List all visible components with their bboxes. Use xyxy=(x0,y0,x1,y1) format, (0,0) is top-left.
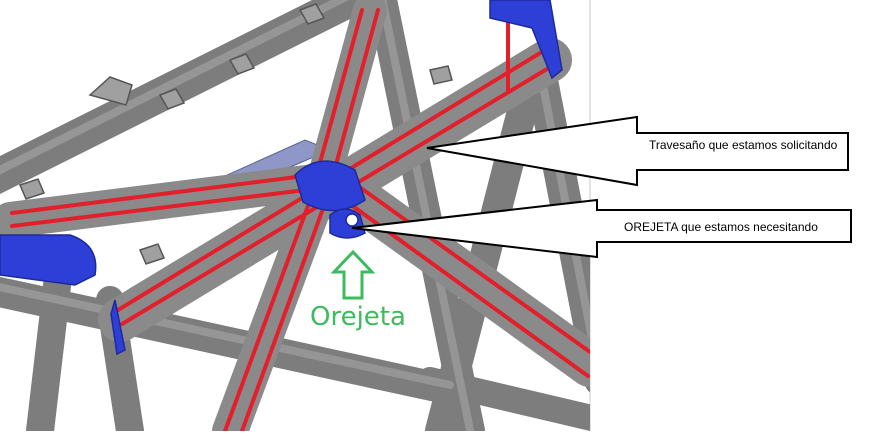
blue-parts xyxy=(0,0,563,356)
callout-tab-label: OREJETA que estamos necesitando xyxy=(624,220,818,234)
chassis-frame xyxy=(0,0,590,431)
arrow-label: Orejeta xyxy=(310,302,406,332)
callout-crossbar xyxy=(426,115,849,187)
tube-upper-diagonal xyxy=(0,0,384,195)
tube-left-arm xyxy=(0,162,348,238)
tube-left-vertical xyxy=(26,246,74,431)
callout-crossbar-label: Travesaño que estamos solicitando xyxy=(649,138,838,152)
mounting-tabs xyxy=(18,3,453,265)
tube-bottom-arm xyxy=(212,172,338,431)
callout-shapes xyxy=(351,115,852,259)
tab-hole xyxy=(345,213,359,227)
arrow-up-icon xyxy=(330,249,376,300)
callout-tab xyxy=(351,198,852,259)
tube-right-arm xyxy=(318,163,590,387)
tab-orejeta-part xyxy=(294,160,366,212)
tube-top-arm xyxy=(308,0,387,192)
